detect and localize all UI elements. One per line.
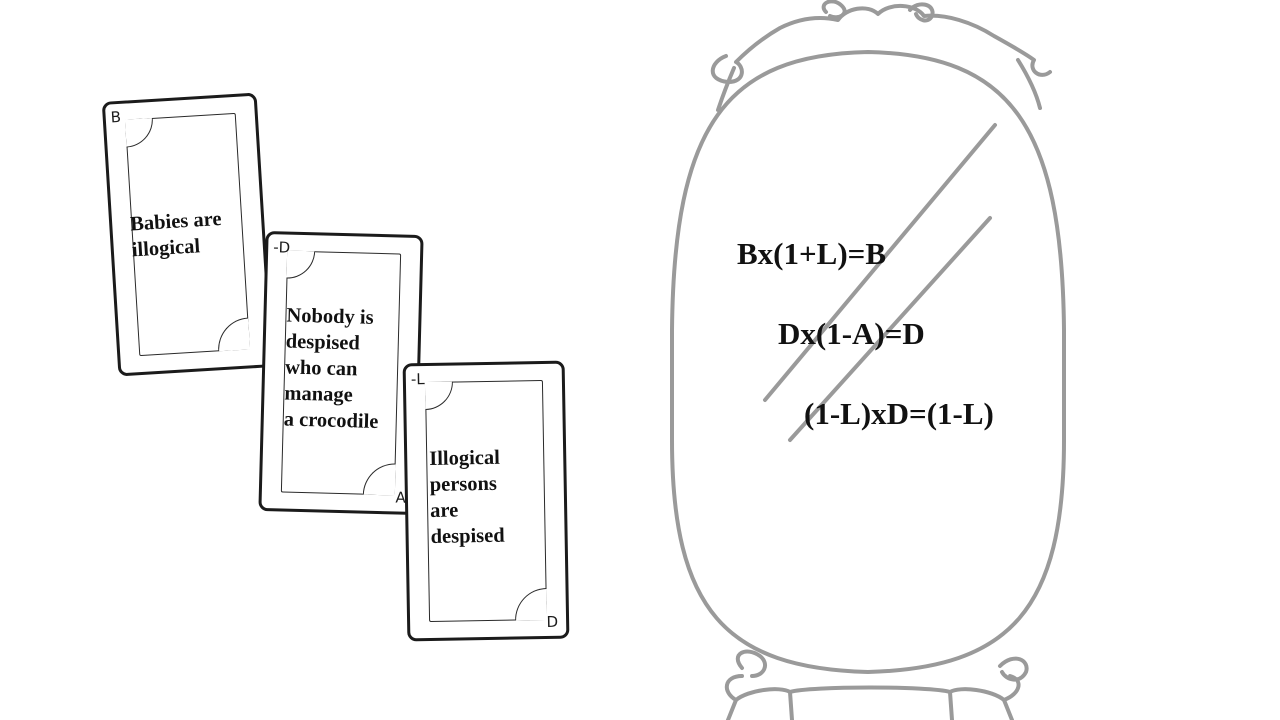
card-statement: Nobody is despised who can manage a croc… (283, 304, 379, 433)
mirror-shine-line-1 (763, 123, 997, 402)
mirror-top-scroll-left (821, 0, 847, 20)
card-crocodile[interactable]: -D A Nobody is despised who can manage a… (258, 230, 424, 516)
card-corner-label-top: B (110, 107, 122, 127)
mirror-top-ornament-right (1016, 58, 1042, 110)
mirror-stand-knob-right (998, 656, 1029, 682)
mirror-stand-curl-right (1002, 674, 1021, 702)
card-illogical-persons[interactable]: -L D Illogical persons are despised (402, 360, 570, 642)
mirror-frame-outline (670, 50, 1066, 674)
mirror-equation-1: Bx(1+L)=B (737, 236, 887, 271)
card-corner-label-top: -L (410, 370, 425, 389)
mirror-equation-3: (1-L)xD=(1-L) (804, 396, 994, 431)
card-corner-label-bottom: D (546, 612, 559, 631)
card-corner-label-top: -D (273, 238, 291, 257)
card-babies[interactable]: B Babies are illogical (101, 92, 274, 377)
card-statement: Illogical persons are despised (429, 446, 505, 548)
mirror-stand (726, 685, 1014, 720)
mirror-top-ornament (710, 4, 1052, 84)
mirror-shine-line-2 (788, 216, 992, 442)
mirror-top-ornament-left (716, 66, 736, 112)
mirror-stand-curl-left (725, 674, 744, 702)
mirror-equation-2: Dx(1-A)=D (778, 316, 925, 351)
card-statement: Babies are illogical (129, 207, 223, 262)
mirror-stand-knob-left (735, 649, 768, 678)
mirror-top-scroll-right (908, 2, 935, 23)
